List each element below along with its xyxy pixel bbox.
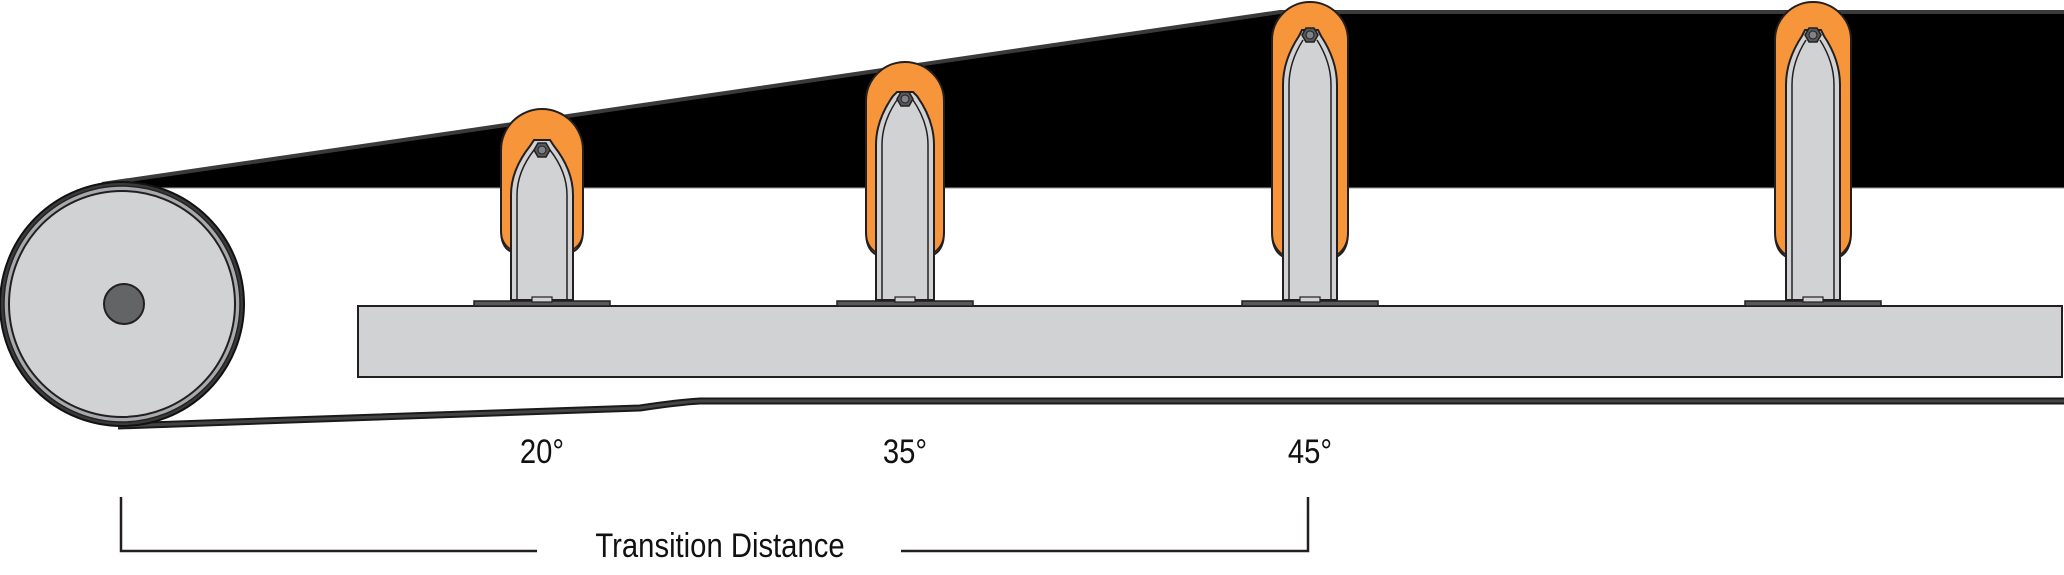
transition-distance-label: Transition Distance [595,527,845,565]
idler-45 [1241,1,1379,307]
angle-label-35: 35° [882,433,928,471]
return-belt [117,397,2064,430]
idler-trough [1744,1,1882,307]
idler-20 [473,108,611,307]
pulley-hub [103,283,145,325]
idler-35 [836,61,974,307]
carrying-belt [101,10,2064,189]
head-pulley [0,181,245,427]
transition-distance-bracket [119,497,1310,553]
angle-label-45: 45° [1287,433,1333,471]
conveyor-frame [357,305,2063,378]
angle-label-20: 20° [519,433,565,471]
